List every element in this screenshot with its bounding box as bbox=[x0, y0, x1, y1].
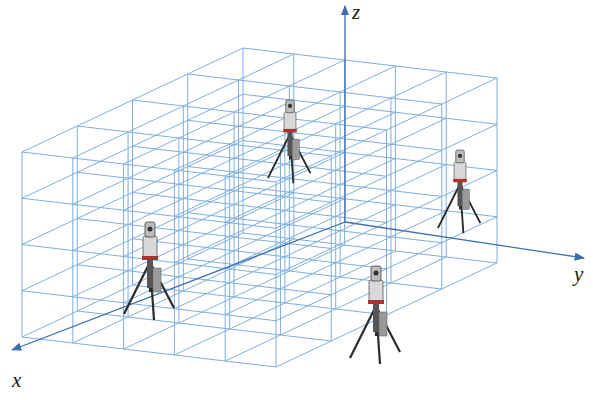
tracker-head bbox=[145, 222, 155, 237]
grid-line bbox=[124, 60, 345, 164]
tracker-head bbox=[286, 100, 295, 113]
grid-line bbox=[73, 54, 294, 158]
tracker-body bbox=[369, 280, 383, 302]
grid-line bbox=[22, 94, 243, 198]
grid-line bbox=[124, 199, 345, 303]
grid-line bbox=[73, 147, 294, 251]
controller-box bbox=[293, 139, 300, 159]
grid-line bbox=[133, 193, 387, 223]
axis-line bbox=[344, 6, 345, 222]
grid-line bbox=[124, 106, 345, 210]
tracker-instruments bbox=[124, 100, 480, 364]
grid-line bbox=[225, 165, 446, 269]
grid-line bbox=[124, 245, 345, 349]
tracker-lens bbox=[458, 154, 462, 158]
laser-tracker bbox=[124, 222, 174, 320]
grid-line bbox=[276, 171, 497, 275]
tripod-column bbox=[373, 302, 379, 332]
controller-box bbox=[153, 268, 161, 292]
grid-line bbox=[22, 187, 243, 291]
tracker-lens bbox=[288, 104, 292, 108]
tracker-body bbox=[143, 236, 157, 258]
axis-line bbox=[12, 222, 345, 350]
coordinate-axes bbox=[12, 6, 584, 350]
laser-tracker bbox=[350, 266, 400, 364]
axis-label: y bbox=[574, 264, 583, 285]
tripod-column bbox=[287, 131, 292, 157]
grid-line bbox=[73, 193, 294, 297]
tracker-lens bbox=[374, 271, 379, 276]
grid-line bbox=[243, 48, 497, 78]
grid-line bbox=[133, 100, 387, 130]
grid-line bbox=[225, 72, 446, 176]
grid-line bbox=[225, 118, 446, 222]
grid-line bbox=[77, 311, 331, 341]
grid-line bbox=[174, 159, 395, 263]
laser-tracker bbox=[438, 150, 481, 233]
grid-line bbox=[133, 239, 387, 269]
grid-line bbox=[225, 211, 446, 315]
tracker-body bbox=[454, 162, 466, 181]
controller-box bbox=[379, 312, 387, 336]
grid-line bbox=[73, 100, 294, 204]
grid-line bbox=[22, 48, 243, 152]
grid-line bbox=[174, 251, 395, 355]
axis-label: z bbox=[352, 2, 360, 23]
grid-line bbox=[22, 233, 243, 337]
controller-box bbox=[463, 189, 470, 209]
mount-ring bbox=[453, 179, 467, 182]
tripod-column bbox=[457, 181, 462, 207]
grid-line bbox=[276, 78, 497, 182]
grid-line bbox=[276, 124, 497, 228]
tracker-body bbox=[284, 112, 296, 131]
grid-line bbox=[276, 263, 497, 367]
axis-line bbox=[345, 222, 584, 258]
tracker-head bbox=[456, 150, 465, 163]
grid-line bbox=[133, 146, 387, 176]
grid-line bbox=[22, 337, 276, 367]
tripod-column bbox=[147, 258, 153, 288]
tracker-lens bbox=[148, 227, 153, 232]
laser-tracker bbox=[268, 100, 311, 183]
mount-ring bbox=[283, 129, 297, 132]
mount-ring bbox=[142, 256, 158, 260]
grid-line bbox=[22, 141, 243, 245]
axis-label: x bbox=[12, 370, 21, 391]
grid-line bbox=[174, 205, 395, 309]
tracker-head bbox=[371, 266, 381, 281]
grid-line bbox=[174, 112, 395, 216]
grid-line bbox=[174, 66, 395, 170]
mount-ring bbox=[368, 300, 384, 304]
grid-line bbox=[225, 257, 446, 361]
grid-line bbox=[188, 74, 442, 104]
